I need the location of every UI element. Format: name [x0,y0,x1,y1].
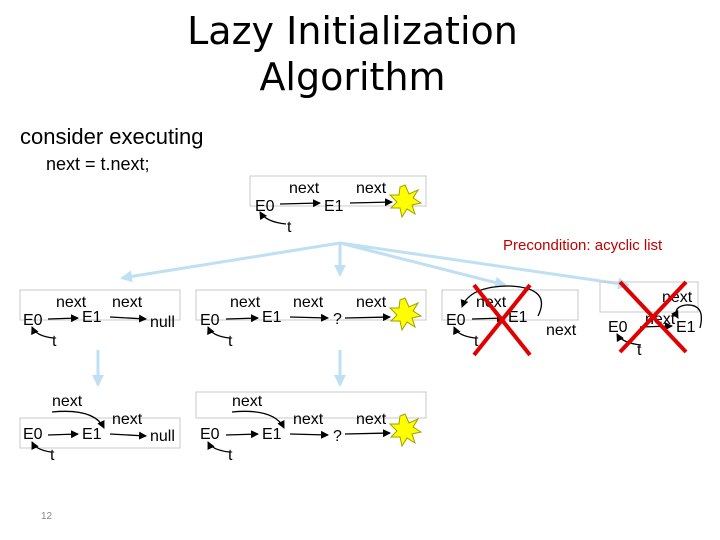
state-case-self-loop: E0 E1 next next t [599,280,703,359]
next-pointer-arrow [344,313,391,322]
node-e1: E1 [676,319,696,336]
unknown-node: ? [333,311,342,328]
branch-arrow [339,241,630,290]
state-case-unknown: E0 E1 next next next ? t [195,289,427,350]
edge-label-next: next [232,393,263,410]
node-e1: E1 [82,309,102,326]
node-e0: E0 [200,312,220,329]
next-pointer-arrow [279,199,321,208]
variable-t: t [287,219,292,236]
node-e1: E1 [262,309,282,326]
variable-t: t [228,333,233,350]
edge-label-next: next [56,294,87,311]
edge-label-next: next [356,294,387,311]
state-case-null: E0 E1 next next null t [19,289,181,350]
next-pointer-arrow [349,198,393,207]
node-e0: E0 [200,426,220,443]
slide-number: 12 [41,511,53,522]
node-e0: E0 [608,319,628,336]
next-variable-arrow [51,410,105,429]
next-pointer-arrow [47,314,79,323]
null-label: null [150,428,175,445]
next-pointer-arrow [109,314,147,323]
t-pointer-arrow [207,326,230,339]
next-pointer-arrow [225,314,259,323]
node-e1: E1 [262,426,282,443]
code-statement: next = t.next; [46,154,150,174]
next-pointer-arrow [289,313,329,322]
edge-label-next: next [293,411,324,428]
state-box [249,175,427,207]
next-pointer-arrow [47,430,79,439]
node-e0: E0 [23,312,43,329]
title-line-1: Lazy Initialization [187,9,518,53]
null-label: null [150,314,175,331]
uninitialized-star-icon [388,184,423,219]
edge-label-next: next [289,180,320,197]
state-result-unknown: E0 E1 next next next ? t [195,391,427,464]
edge-label-next: next [230,294,261,311]
cross-out-mark [472,283,532,357]
next-variable-arrow [231,410,285,429]
next-pointer-arrow [460,285,543,317]
t-pointer-arrow [31,326,54,339]
t-pointer-arrow [31,441,52,453]
branch-arrow [120,241,341,283]
node-e1: E1 [82,426,102,443]
node-e1: E1 [324,198,344,215]
node-e0: E0 [23,426,43,443]
edge-label-next: next [293,294,324,311]
next-pointer-arrow [344,429,391,438]
next-pointer-arrow [225,430,259,439]
variable-t: t [474,333,479,350]
cross-out-mark [618,280,688,354]
edge-label-next: next [112,294,143,311]
variable-t: t [52,333,57,350]
state-result-null: E0 E1 next next null t [19,393,181,464]
uninitialized-star-icon [388,297,423,332]
t-pointer-arrow [616,333,642,346]
edge-label-next: next [52,393,83,410]
edge-label-next: next [546,322,577,339]
state-box [19,289,181,321]
node-e0: E0 [255,198,275,215]
unknown-node: ? [333,428,342,445]
state-box [19,417,181,449]
title-line-2: Algorithm [259,55,446,99]
edge-label-next: next [356,180,387,197]
node-e0: E0 [446,312,466,329]
state-box [441,289,579,321]
edge-label-next: next [356,411,387,428]
slide-title: Lazy Initialization Algorithm [0,8,705,100]
next-pointer-arrow [109,431,147,440]
variable-t: t [637,342,642,359]
t-pointer-arrow [259,211,287,225]
precondition-note: Precondition: acyclic list [503,237,663,254]
variable-t: t [50,447,55,464]
variable-t: t [228,447,233,464]
next-pointer-arrow [289,430,329,439]
bullet-text: consider executing [20,124,204,149]
branch-arrows [92,241,630,387]
t-pointer-arrow [453,326,476,339]
state-box [195,289,427,321]
state-box [195,391,427,419]
uninitialized-star-icon [388,413,423,448]
node-e1: E1 [508,309,528,326]
state-initial: E0 E1 next next t [249,175,427,236]
next-pointer-arrow [671,304,703,329]
t-pointer-arrow [207,441,230,453]
state-case-cycle-to-e0: E0 E1 next next t [441,283,579,357]
edge-label-next: next [112,411,143,428]
branch-arrow [339,241,507,289]
